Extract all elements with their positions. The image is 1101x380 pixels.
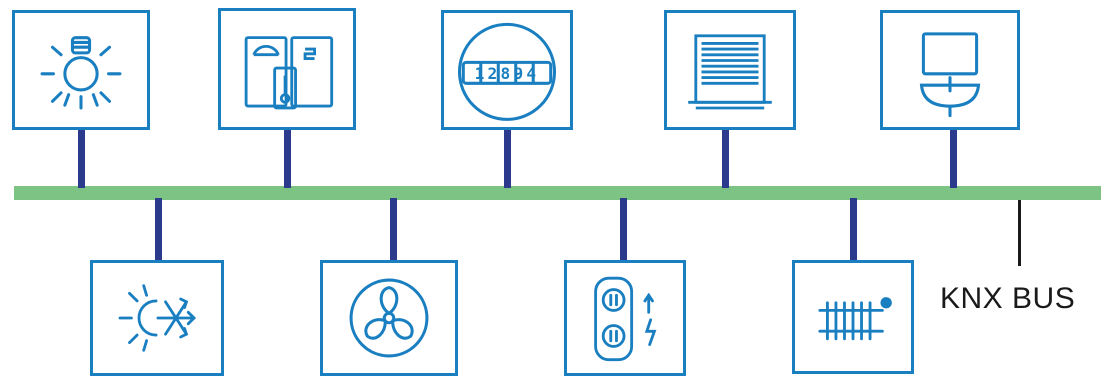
connector-meter [504,128,511,188]
device-socket [564,260,686,376]
connector-thermostat [284,128,291,188]
thermostat-panel-icon [244,36,334,110]
connector-radiator [850,198,857,260]
connector-sink [950,128,957,188]
air-conditioning-icon [118,284,196,352]
bus-label-leader-line [1018,200,1021,266]
connector-blind [722,128,729,188]
device-light [12,10,150,130]
fan-icon [349,278,429,358]
sink-water-icon [919,32,981,118]
window-blind-icon [688,34,772,110]
connector-light [78,128,85,188]
device-radiator [792,260,914,374]
connector-socket [620,198,627,260]
device-thermostat [218,8,356,130]
bus-line [14,186,1101,200]
device-ac [90,260,224,376]
radiator-icon [818,297,892,341]
device-blind [664,10,796,130]
power-socket-icon [594,276,657,362]
connector-ac [155,198,162,260]
device-fan [320,260,458,376]
bus-label: KNX BUS [940,282,1076,315]
device-sink [880,10,1020,130]
light-bulb-icon [40,36,122,110]
device-meter: 12894 [441,10,573,130]
connector-fan [390,198,397,260]
energy-meter-icon: 12894 [457,22,557,121]
meter-reading: 12894 [475,64,540,83]
